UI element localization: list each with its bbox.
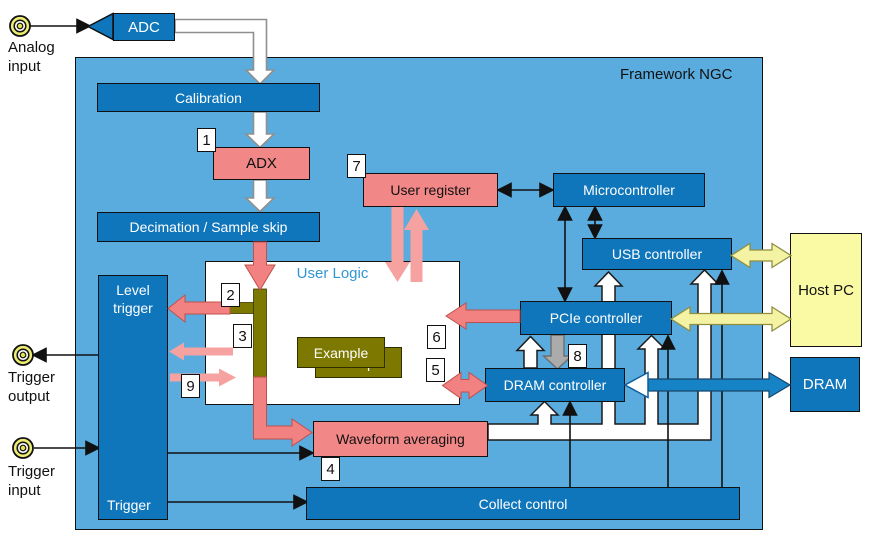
marker-5: 5	[426, 358, 445, 382]
arrowhead-analog-input	[76, 18, 92, 34]
block-host-pc: Host PC	[790, 233, 862, 347]
block-dram-controller-label: DRAM controller	[503, 377, 607, 393]
level-trigger-label: Level trigger	[113, 282, 153, 316]
block-adx-label: ADX	[246, 155, 277, 172]
trigger-output-label: Trigger output	[8, 369, 55, 405]
block-example-front: Example	[297, 337, 385, 368]
block-adc-label: ADC	[128, 18, 160, 36]
block-collect-control: Collect control	[306, 487, 740, 520]
block-waveform-averaging-label: Waveform averaging	[336, 431, 465, 447]
block-dram: DRAM	[790, 357, 860, 412]
trigger-input-connector-icon	[12, 437, 34, 459]
block-host-pc-label: Host PC	[798, 281, 854, 299]
block-microcontroller: Microcontroller	[553, 173, 705, 207]
block-usb-controller: USB controller	[582, 238, 732, 270]
marker-6: 6	[427, 325, 446, 349]
block-microcontroller-label: Microcontroller	[583, 182, 675, 198]
block-collect-control-label: Collect control	[478, 495, 568, 512]
block-adx: ADX	[213, 147, 310, 180]
block-level-trigger: Level trigger Trigger	[98, 275, 168, 520]
trigger-output-connector-icon	[12, 344, 34, 366]
marker-2: 2	[221, 283, 240, 307]
block-usb-controller-label: USB controller	[611, 246, 703, 262]
block-adc: ADC	[113, 13, 175, 41]
user-logic-title: User Logic	[296, 265, 369, 282]
block-calibration-label: Calibration	[175, 89, 242, 106]
block-dram-label: DRAM	[802, 376, 848, 393]
marker-4: 4	[321, 457, 340, 481]
block-decimation-label: Decimation / Sample skip	[129, 219, 288, 235]
framework-title: Framework NGC	[620, 66, 733, 83]
block-calibration: Calibration	[97, 83, 320, 112]
block-user-register-label: User register	[390, 182, 471, 198]
marker-9: 9	[181, 374, 200, 398]
adc-input-horn-icon	[86, 12, 114, 41]
block-waveform-averaging: Waveform averaging	[313, 421, 488, 457]
analog-input-connector-icon	[9, 15, 31, 37]
arrowhead-trigger-output	[31, 347, 47, 363]
trigger-label: Trigger	[107, 497, 151, 513]
block-pcie-controller: PCIe controller	[520, 301, 672, 335]
marker-1: 1	[197, 128, 216, 152]
marker-7: 7	[347, 154, 366, 178]
block-example-front-label: Example	[313, 344, 369, 361]
block-dram-controller: DRAM controller	[485, 368, 625, 402]
marker-3: 3	[233, 324, 252, 348]
trigger-input-label: Trigger input	[8, 463, 55, 499]
analog-input-label: Analog input	[8, 39, 55, 75]
block-pcie-controller-label: PCIe controller	[549, 310, 643, 326]
marker-8: 8	[568, 344, 587, 368]
block-user-register: User register	[363, 173, 498, 207]
block-decimation: Decimation / Sample skip	[97, 212, 320, 242]
